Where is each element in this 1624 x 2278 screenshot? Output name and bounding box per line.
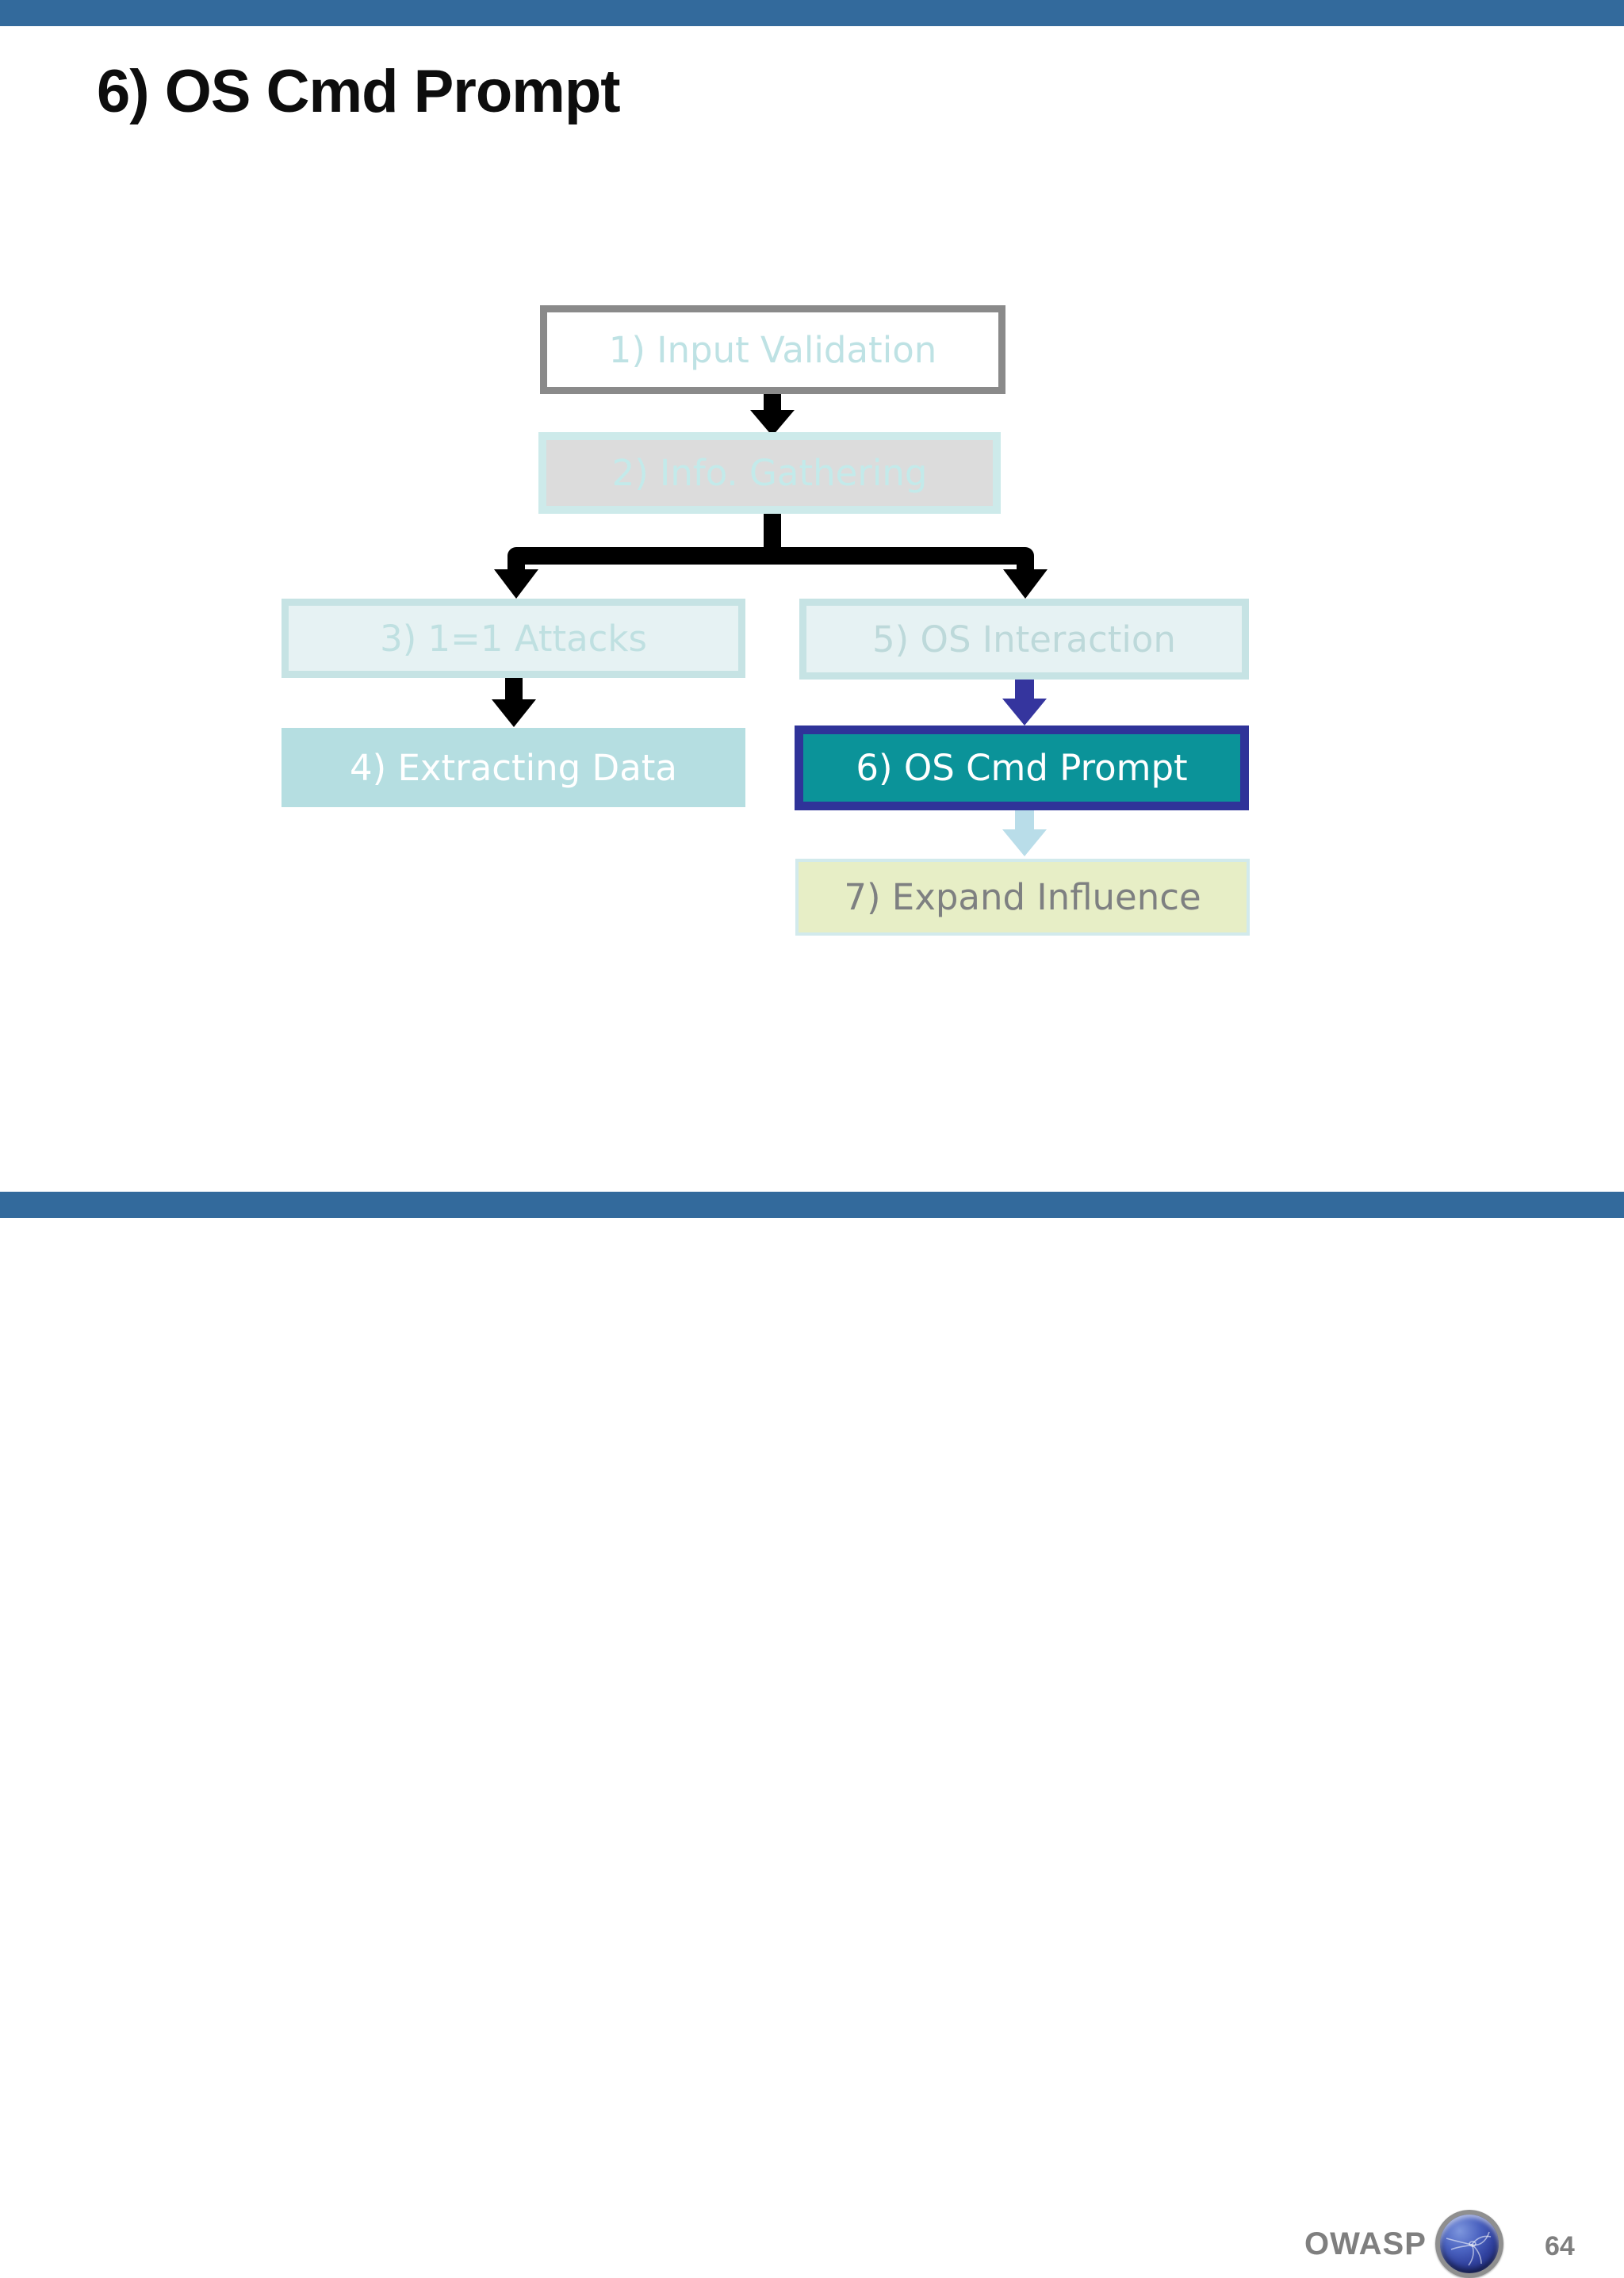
arrow-step1-to-step2 bbox=[750, 394, 795, 436]
flow-node-input-validation: 1) Input Validation bbox=[540, 305, 1005, 394]
top-accent-bar bbox=[0, 0, 1624, 26]
flow-node-os-interaction: 5) OS Interaction bbox=[799, 599, 1249, 680]
arrow-step5-to-step6 bbox=[1002, 680, 1047, 726]
flow-node-os-cmd-prompt-highlighted: 6) OS Cmd Prompt bbox=[795, 726, 1249, 810]
slide-title: 6) OS Cmd Prompt bbox=[97, 58, 621, 125]
wasp-glyph bbox=[1446, 2231, 1492, 2266]
flow-node-label: 6) OS Cmd Prompt bbox=[856, 747, 1188, 789]
flow-node-label: 7) Expand Influence bbox=[844, 876, 1201, 918]
flow-node-extracting-data: 4) Extracting Data bbox=[282, 728, 745, 807]
bottom-accent-bar bbox=[0, 1192, 1624, 1218]
owasp-wordmark: OWASP bbox=[1304, 2226, 1427, 2261]
arrow-step2-split bbox=[494, 512, 1048, 599]
arrow-step6-to-step7 bbox=[1002, 810, 1047, 856]
slide-footer: OWASP 64 bbox=[0, 1102, 1624, 2278]
flow-node-expand-influence: 7) Expand Influence bbox=[795, 859, 1250, 936]
flow-node-label: 3) 1=1 Attacks bbox=[380, 617, 647, 660]
flow-node-1equals1-attacks: 3) 1=1 Attacks bbox=[282, 599, 745, 678]
arrow-step3-to-step4 bbox=[492, 676, 536, 727]
flow-node-label: 2) Info. Gathering bbox=[611, 452, 928, 494]
flow-node-label: 4) Extracting Data bbox=[350, 746, 677, 789]
flow-node-label: 1) Input Validation bbox=[608, 328, 937, 371]
flow-node-info-gathering: 2) Info. Gathering bbox=[538, 432, 1001, 514]
flow-node-label: 5) OS Interaction bbox=[872, 618, 1176, 660]
owasp-logo-icon bbox=[1435, 2210, 1503, 2278]
page-number: 64 bbox=[1545, 2231, 1575, 2261]
